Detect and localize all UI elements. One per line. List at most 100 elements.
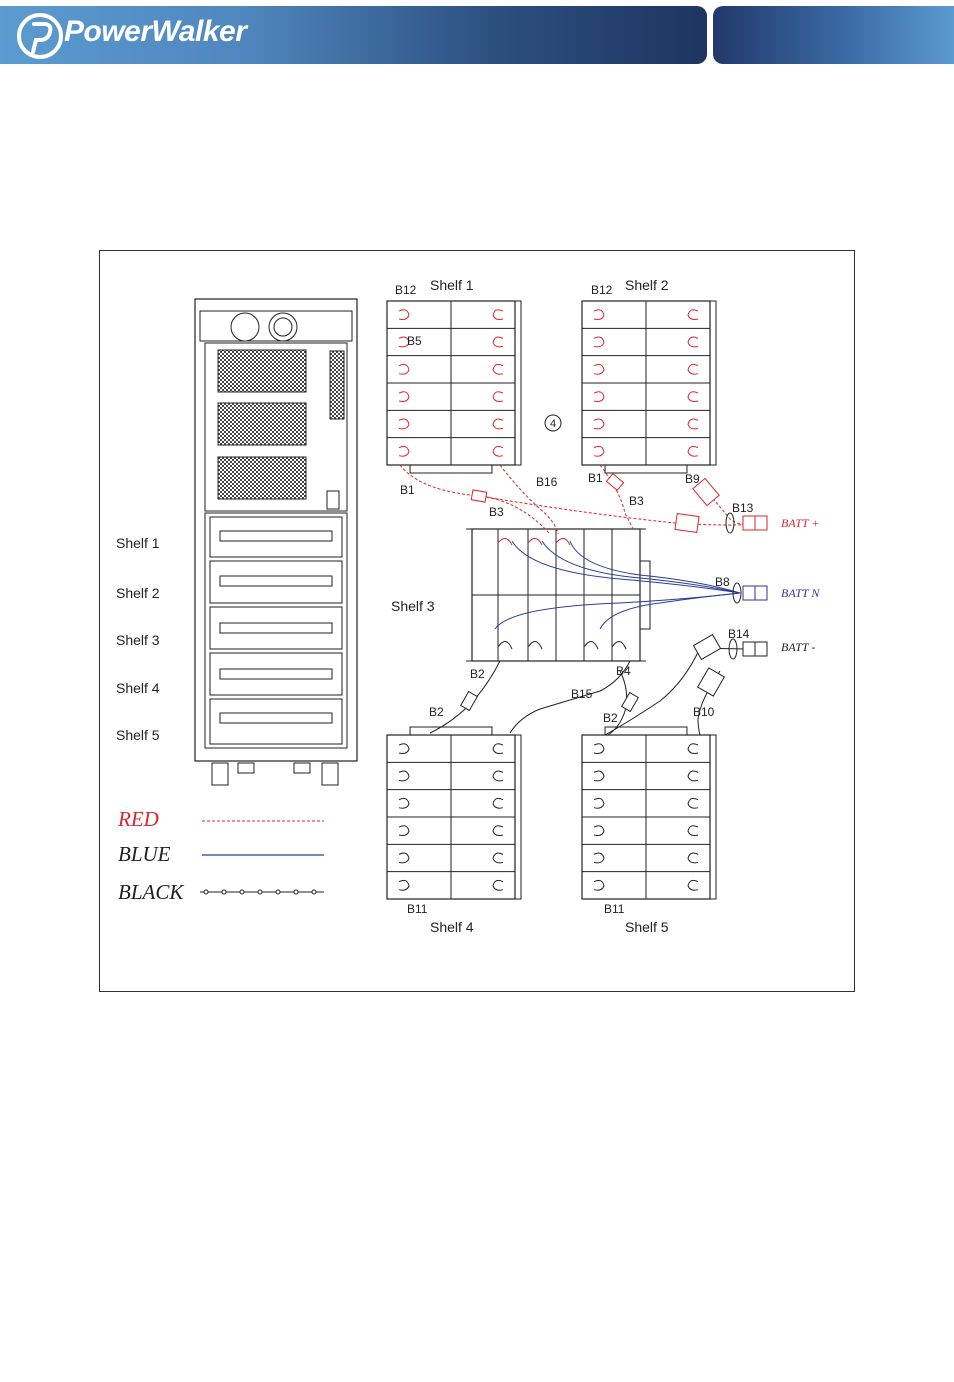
wire-color-legend: RED BLUE BLACK [117, 807, 324, 904]
cable-label-b2-shelf3: B2 [470, 667, 485, 681]
battery-link-right [688, 744, 698, 754]
ups-cabinet [195, 299, 357, 785]
step-marker: 4 [545, 415, 561, 431]
brand-name: PowerWalker [64, 15, 246, 49]
wiring-diagram-frame: Shelf 1 Shelf 2 Shelf 3 Shelf 4 Shelf 5 … [99, 250, 855, 992]
cable-label-b1-shelf2: B1 [588, 471, 603, 485]
blue-cables [495, 541, 740, 629]
shelf-1-title: Shelf 1 [430, 277, 474, 293]
cable-label-b2-shelf5: B2 [603, 711, 618, 725]
battery-link-right [493, 446, 503, 456]
battery-link-left [594, 771, 604, 781]
batt-n-plug-left [743, 586, 755, 600]
black-connector-b15 [622, 693, 639, 712]
battery-link-left [399, 798, 409, 808]
cable-label-b4: B4 [616, 664, 631, 678]
battery-shelf-2 [582, 301, 716, 473]
battery-link-right [493, 798, 503, 808]
battery-link-left [399, 880, 409, 890]
shelf-side-rail [710, 301, 716, 465]
red-connector-b13 [675, 514, 699, 533]
battery-link-left [399, 364, 409, 374]
battery-link-left [594, 880, 604, 890]
legend-black-dot [240, 890, 244, 894]
shelf-side-rail [515, 735, 521, 899]
battery-link-left [594, 798, 604, 808]
cabinet-label-shelf-3: Shelf 3 [116, 632, 160, 648]
shelf-side-rail [710, 735, 716, 899]
red-connector-b3 [471, 490, 487, 502]
battery-link-right [688, 853, 698, 863]
shelf-4-title: Shelf 4 [430, 919, 474, 935]
batt-pos-plug-right [755, 516, 767, 530]
battery-shelf-1 [387, 301, 521, 473]
batt-neg-plug-left [743, 642, 755, 656]
batt-neutral-label: BATT N [781, 586, 820, 600]
battery-link-right [688, 798, 698, 808]
cable-label-b3-shelf1: B3 [489, 505, 504, 519]
batt-pos-plug-left [743, 516, 755, 530]
cable-label-b10: B10 [693, 705, 715, 719]
batt-n-plug-right [755, 586, 767, 600]
batt-neg-plug-right [755, 642, 767, 656]
battery-link-left [594, 310, 604, 320]
cable-label-b5: B5 [407, 334, 422, 348]
legend-black-label: BLACK [118, 880, 184, 904]
battery-link-left [594, 744, 604, 754]
cable-tie-red [726, 513, 734, 533]
legend-black-dot [294, 890, 298, 894]
battery-link-left [594, 446, 604, 456]
step-marker-number: 4 [550, 418, 556, 430]
battery-link-right [493, 744, 503, 754]
cabinet-label-shelf-1: Shelf 1 [116, 535, 160, 551]
battery-link-right [493, 364, 503, 374]
battery-link-right [688, 392, 698, 402]
cable-label-b11-shelf4: B11 [407, 902, 428, 916]
legend-black-dot [276, 890, 280, 894]
cable-label-b2-shelf4: B2 [429, 705, 444, 719]
battery-link-right [688, 771, 698, 781]
legend-black-dot [222, 890, 226, 894]
cable-label-b12-shelf2: B12 [591, 283, 613, 297]
battery-link-left [399, 310, 409, 320]
battery-link-right [493, 337, 503, 347]
battery-link-left [399, 771, 409, 781]
cable-label-b16: B16 [536, 475, 558, 489]
battery-wiring-diagram: Shelf 1 Shelf 2 Shelf 3 Shelf 4 Shelf 5 … [100, 251, 856, 993]
legend-black-dot [258, 890, 262, 894]
red-connector-b1 [606, 474, 623, 491]
shelf-foot [410, 465, 492, 473]
shelf-foot [605, 465, 687, 473]
battery-link-right [493, 419, 503, 429]
cable-label-b11-shelf5: B11 [604, 902, 625, 916]
cable-label-b1-shelf1: B1 [400, 483, 415, 497]
cable-label-b8: B8 [715, 575, 730, 589]
battery-link-left [399, 446, 409, 456]
cable-label-b15: B15 [571, 687, 593, 701]
battery-link-right [493, 853, 503, 863]
cabinet-label-shelf-2: Shelf 2 [116, 585, 160, 601]
battery-link-left [399, 853, 409, 863]
legend-red-label: RED [117, 807, 159, 831]
legend-black-dot [204, 890, 208, 894]
battery-link-right [688, 310, 698, 320]
cabinet-label-shelf-5: Shelf 5 [116, 727, 160, 743]
battery-link-left [594, 826, 604, 836]
shelf-2-title: Shelf 2 [625, 277, 669, 293]
battery-link-left [399, 419, 409, 429]
battery-shelf-4 [387, 727, 521, 899]
page-header: PowerWalker [0, 0, 954, 66]
battery-link-right [493, 880, 503, 890]
black-connector-b2 [461, 692, 478, 711]
battery-link-left [399, 826, 409, 836]
shelf-5-title: Shelf 5 [625, 919, 669, 935]
shelf-side-rail [515, 301, 521, 465]
shelf-3-title: Shelf 3 [391, 598, 435, 614]
batt-positive-label: BATT + [781, 516, 819, 530]
cable-label-b13: B13 [732, 501, 754, 515]
legend-blue-label: BLUE [118, 842, 171, 866]
battery-link-left [594, 364, 604, 374]
battery-link-right [688, 337, 698, 347]
battery-link-right [493, 392, 503, 402]
battery-link-left [399, 392, 409, 402]
